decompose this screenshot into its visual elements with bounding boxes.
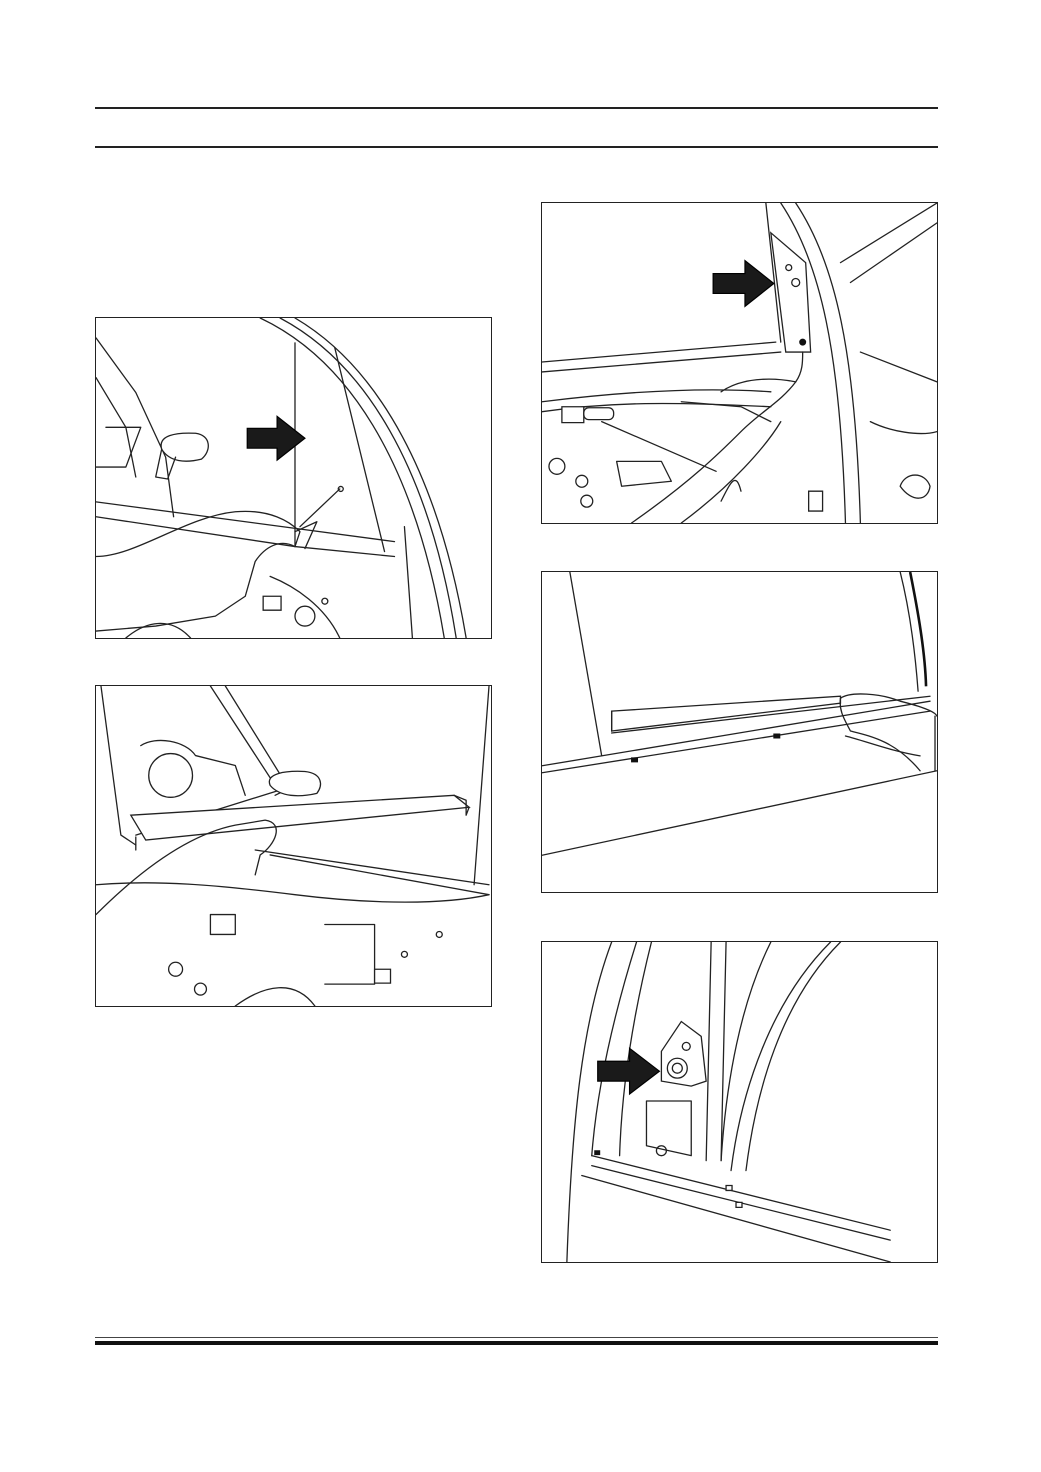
a-pillar-illustration — [542, 203, 937, 523]
belt-strip-illustration — [542, 572, 937, 892]
header-rule-bottom — [95, 146, 938, 148]
arrow-icon — [598, 1048, 660, 1094]
channel-illustration — [96, 686, 491, 1006]
arrow-icon — [713, 261, 774, 307]
arrow-icon — [247, 416, 305, 460]
pillar-bolt-illustration — [542, 942, 937, 1262]
figure-door-frame-screw — [95, 317, 492, 639]
door-frame-illustration — [96, 318, 491, 638]
figure-remove-belt-strip — [541, 571, 938, 893]
header-rule-top — [95, 107, 938, 109]
figure-remove-channel — [95, 685, 492, 1007]
figure-a-pillar-screw — [541, 202, 938, 524]
footer-rule-thick — [95, 1341, 938, 1345]
figure-pillar-bolt — [541, 941, 938, 1263]
footer-rule-thin — [95, 1337, 938, 1338]
